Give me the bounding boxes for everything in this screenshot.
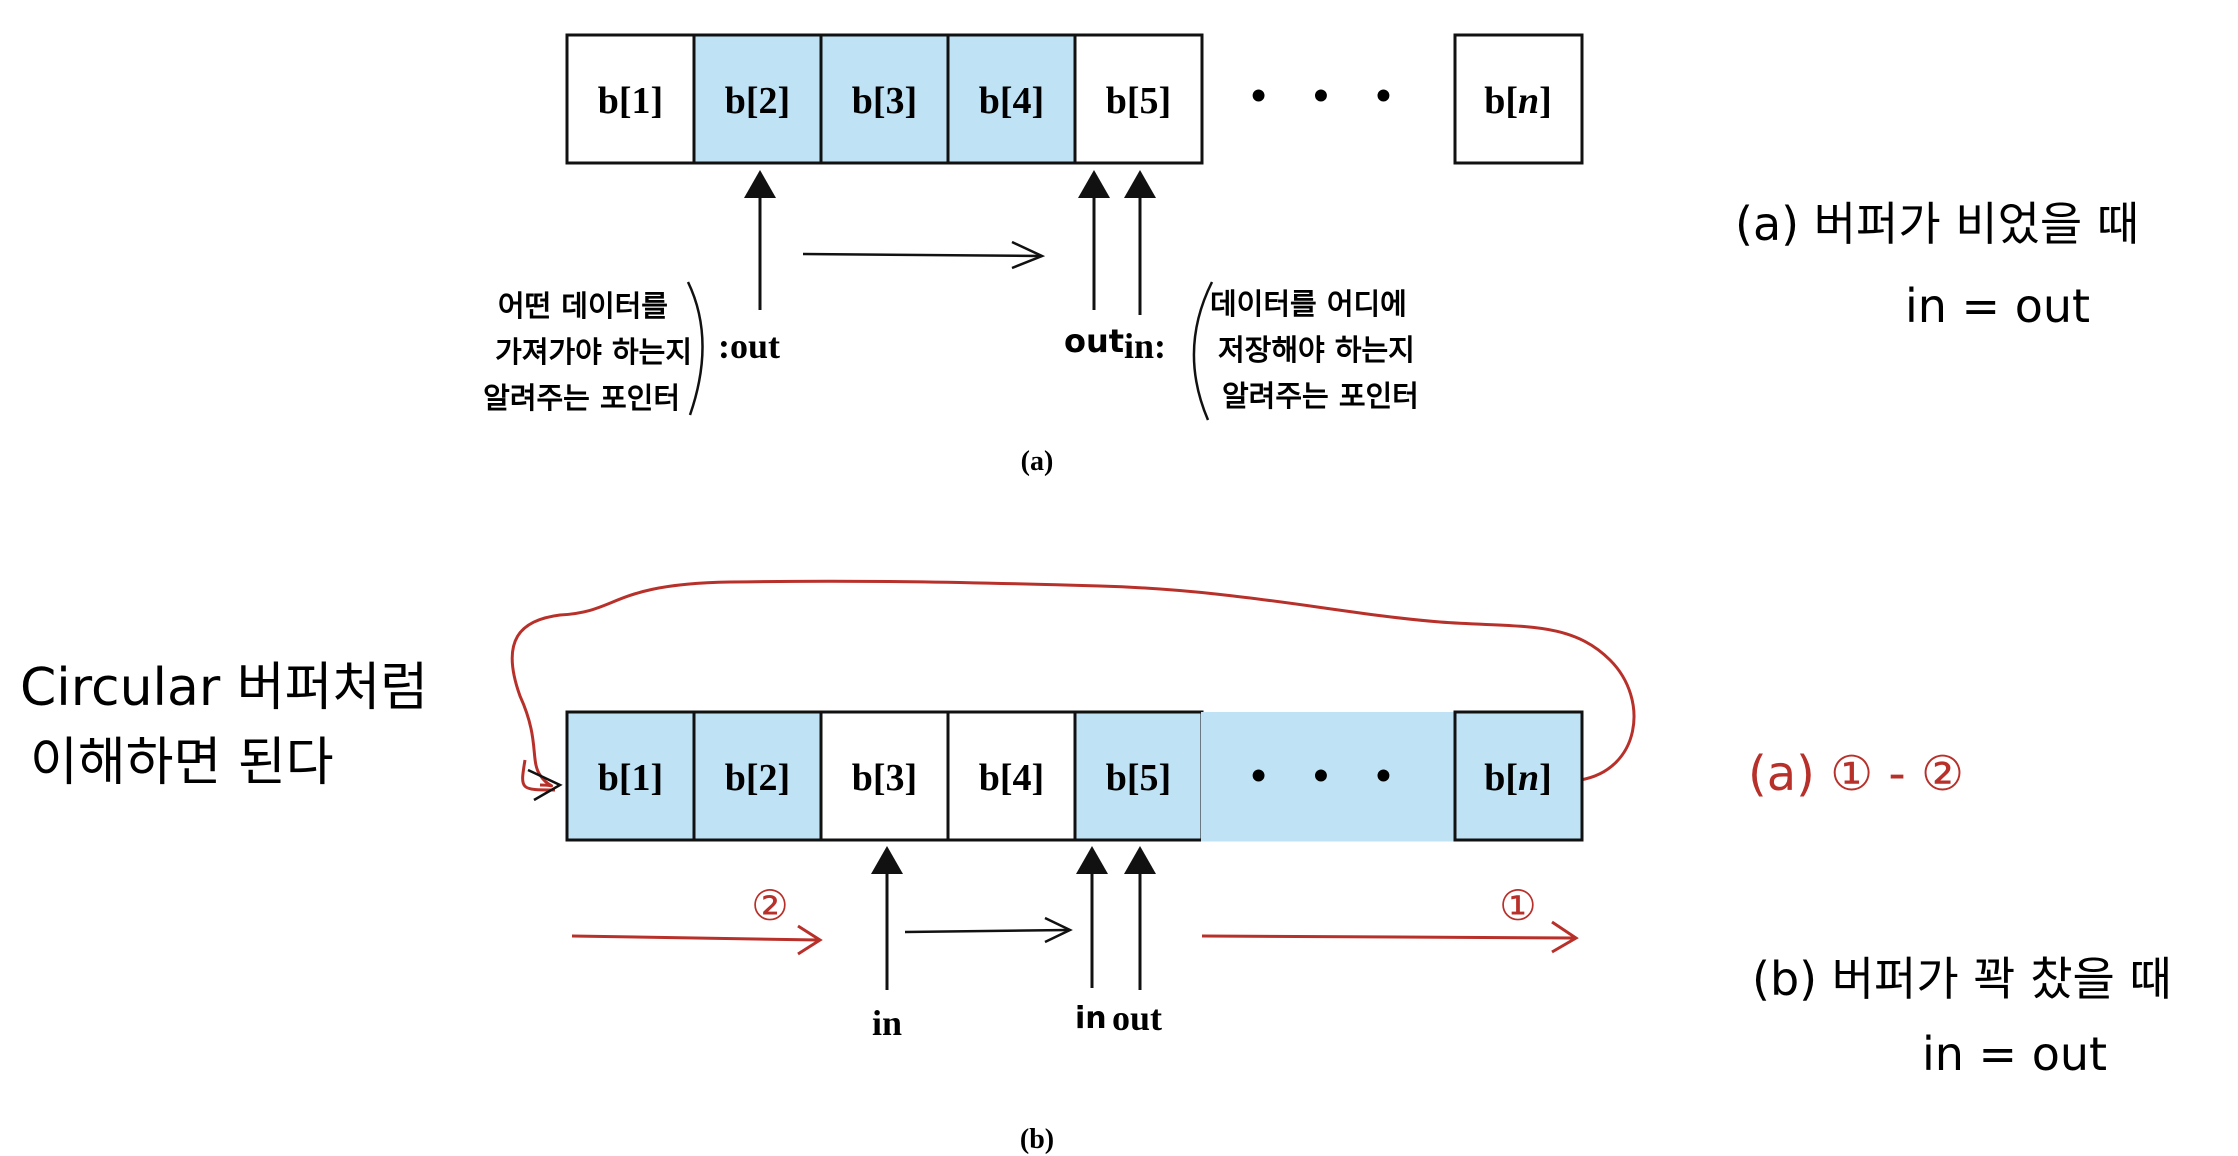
a-cell-1-label: b[1] — [598, 80, 663, 122]
b-wraparound-curve — [510, 579, 1636, 788]
a-note-right: 데이터를 어디에 저장해야 하는지 알려주는 포인터 — [1192, 281, 1419, 421]
a-out-small-label: out — [1064, 322, 1124, 360]
note-a-eq: in = out — [1905, 279, 2090, 333]
b-red-arrow-1: ① — [1201, 881, 1579, 954]
b-in-pointer — [871, 846, 903, 990]
a-cell-4-label: b[4] — [979, 80, 1044, 122]
b-cell-5 — [1073, 710, 1204, 842]
b-red-arrow-2: ② — [571, 881, 823, 956]
b-wraparound-curve-end — [521, 759, 556, 792]
a-cell-5-label: b[5] — [1106, 80, 1171, 122]
b-wraparound-arrowhead — [527, 768, 563, 802]
b-travel-arrow — [904, 916, 1073, 944]
handwritten-notes: (a) 버퍼가 비었을 때 in = out Circular 버퍼처럼 이해하… — [20, 197, 2172, 1081]
b-cell-2 — [692, 710, 823, 842]
a-in-pointer — [1124, 170, 1156, 315]
a-cell-2 — [692, 33, 823, 165]
a-cell-3 — [819, 33, 950, 165]
a-cell-3-label: b[3] — [852, 80, 917, 122]
a-note-left: 어떤 데이터를 가져가야 하는지 알려주는 포인터 — [483, 281, 704, 416]
b-in-label: in — [872, 1003, 902, 1043]
b-cell-3-label: b[3] — [852, 757, 917, 799]
b-in-small-label: in — [1075, 1001, 1107, 1036]
a-note-left-line-1: 어떤 데이터를 — [498, 289, 668, 323]
a-out-label: :out — [718, 326, 780, 366]
note-b-eq: in = out — [1922, 1027, 2107, 1081]
a-cell-n-label: b[n] — [1484, 80, 1552, 122]
b-cell-3 — [819, 710, 950, 842]
a-caption: (a) — [1021, 446, 1054, 477]
a-cell-2-label: b[2] — [725, 80, 790, 122]
note-b-title: (b) 버퍼가 꽉 찼을 때 — [1752, 952, 2172, 1006]
a-note-left-bracket — [686, 281, 704, 416]
a-cell-5 — [1073, 33, 1204, 165]
b-cell-2-label: b[2] — [725, 757, 790, 799]
a-ellipsis: • • • — [1251, 71, 1409, 120]
b-cell-1-label: b[1] — [598, 757, 663, 799]
note-circular-line-1: Circular 버퍼처럼 — [20, 658, 428, 718]
a-note-right-line-2: 저장해야 하는지 — [1218, 333, 1415, 367]
b-marker-2: ② — [751, 881, 789, 930]
a-note-right-bracket — [1192, 281, 1214, 421]
b-out-pointer — [1124, 846, 1156, 990]
note-circular-line-2: 이해하면 된다 — [30, 733, 334, 793]
note-a-title: (a) 버퍼가 비었을 때 — [1735, 197, 2139, 251]
a-travel-arrow — [802, 240, 1046, 270]
a-note-right-line-1: 데이터를 어디에 — [1210, 287, 1407, 321]
b-ellipsis: • • • — [1251, 751, 1409, 800]
a-in-label: in: — [1124, 326, 1166, 366]
a-out-pointer — [744, 170, 776, 310]
b-cell-5-label: b[5] — [1106, 757, 1171, 799]
diagram-a: b[1] b[2] b[3] b[4] b[5] • • • b[n] :out out… — [483, 33, 1584, 477]
b-cell-n — [1453, 710, 1584, 842]
b-out-label: out — [1112, 998, 1162, 1038]
note-a-order: (a) ① - ② — [1748, 746, 1964, 802]
a-cell-1 — [565, 33, 696, 165]
b-cell-n-label: b[n] — [1484, 757, 1552, 799]
b-caption: (b) — [1020, 1124, 1054, 1155]
a-cell-n — [1453, 33, 1584, 165]
b-cell-ellipsis-area — [1201, 712, 1455, 840]
b-cell-4-label: b[4] — [979, 757, 1044, 799]
a-note-right-line-3: 알려주는 포인터 — [1222, 379, 1419, 413]
a-note-left-line-2: 가져가야 하는지 — [495, 335, 692, 369]
diagram-b: b[1] b[2] b[3] b[4] b[5] • • • b[n] in in ou… — [510, 579, 1636, 1155]
b-marker-1: ① — [1499, 881, 1537, 930]
b-cell-1 — [565, 710, 696, 842]
a-out-pointer-2 — [1078, 170, 1110, 310]
b-in-pointer-2 — [1076, 846, 1108, 988]
a-note-left-line-3: 알려주는 포인터 — [483, 381, 680, 415]
